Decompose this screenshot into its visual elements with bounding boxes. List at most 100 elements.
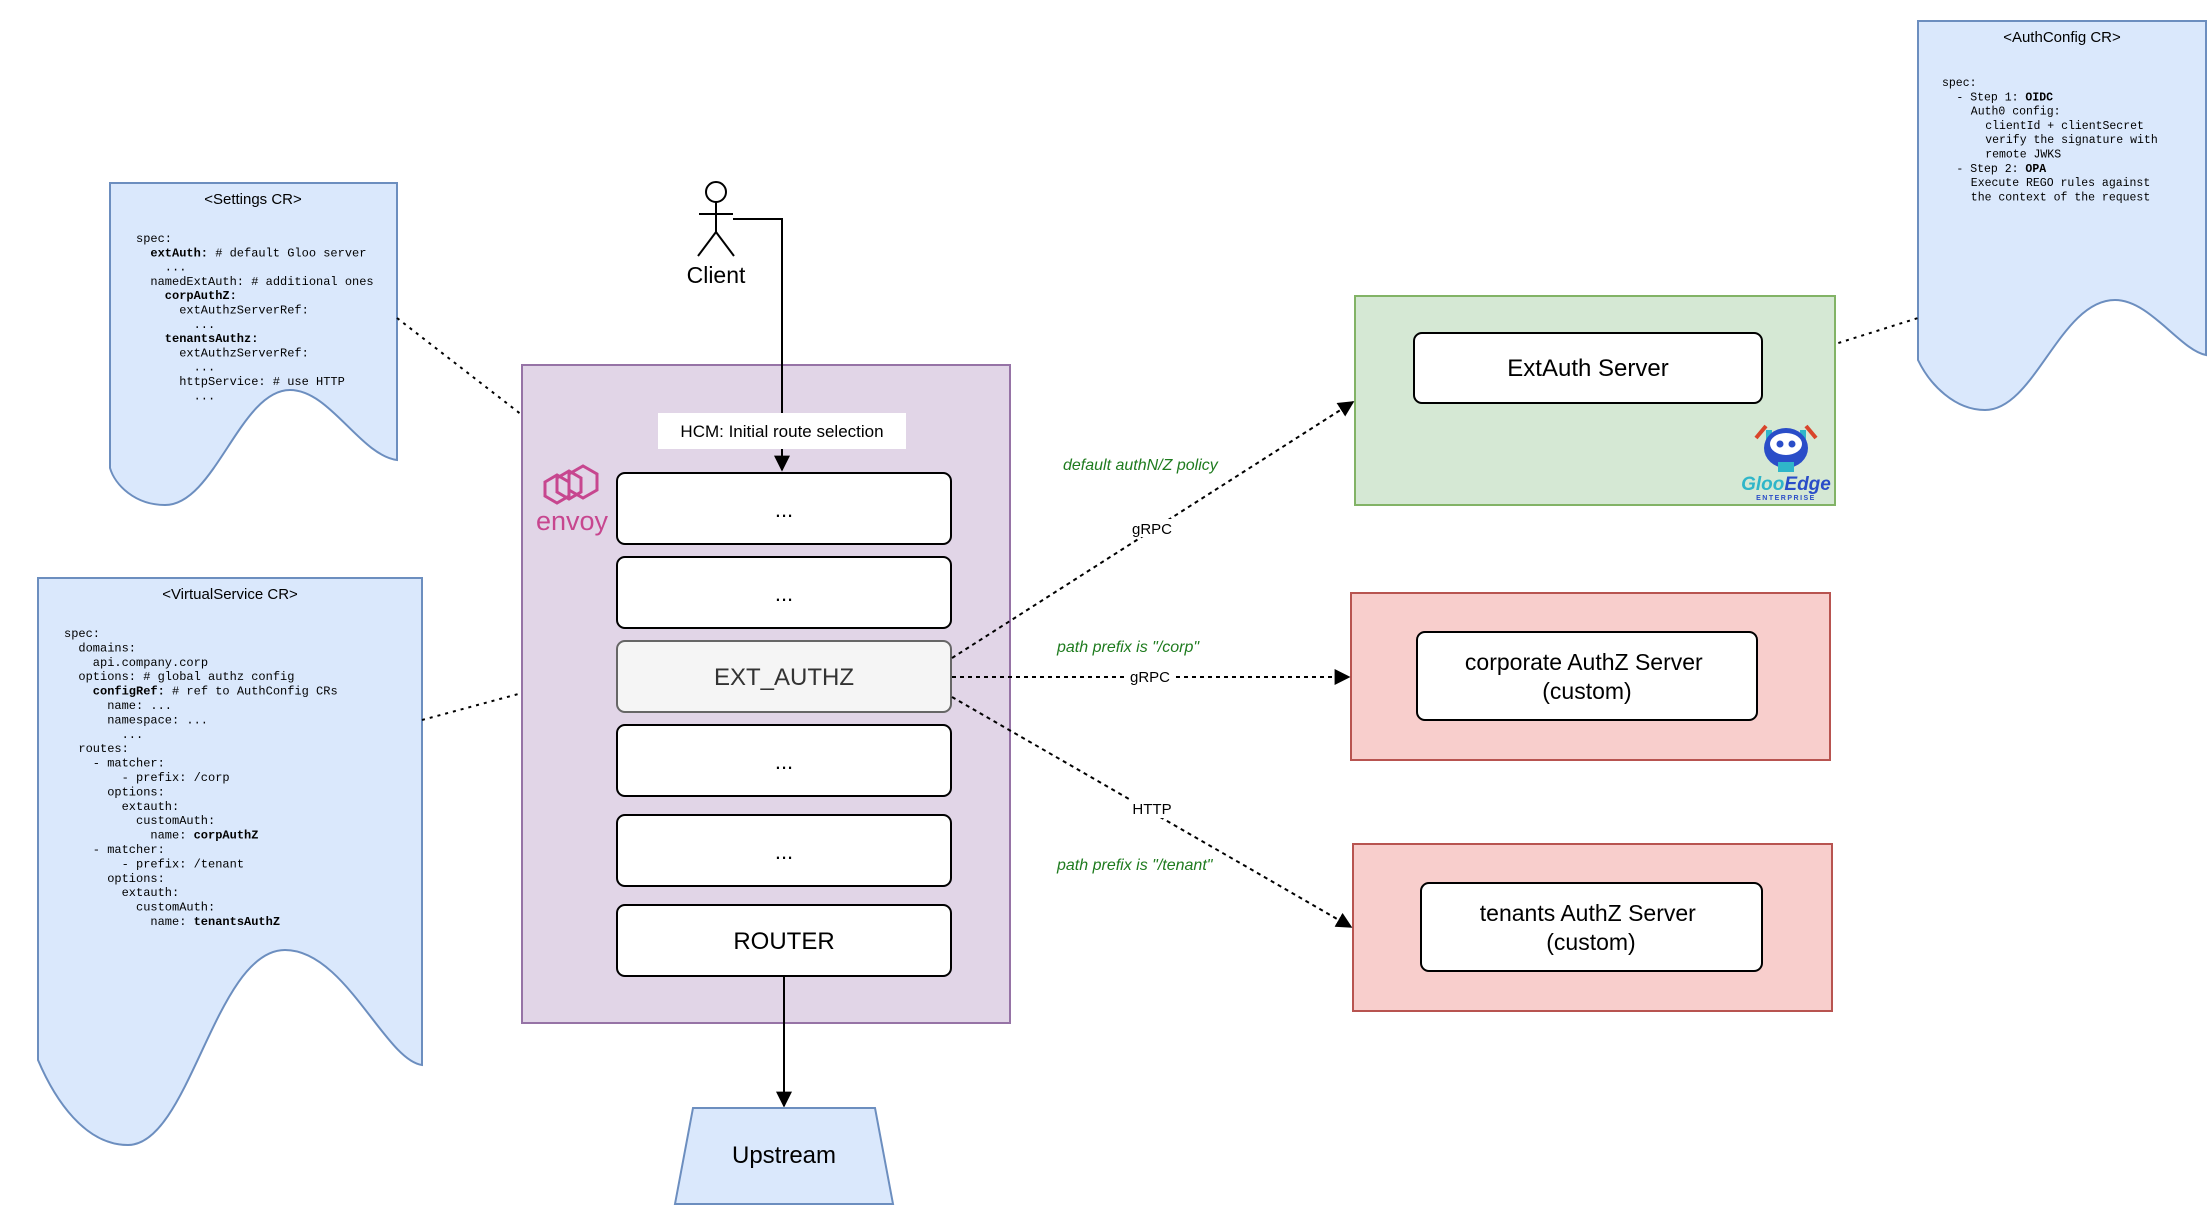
vs-code-line: namespace: ... bbox=[107, 713, 208, 727]
vs-code-line: options: # global authz config bbox=[78, 670, 294, 684]
upstream-label: Upstream bbox=[732, 1142, 836, 1169]
vs-code-line: spec: bbox=[64, 627, 100, 641]
settings-code-line: namedExtAuth: # additional ones bbox=[150, 275, 373, 289]
authconfig-code-line: spec: bbox=[1942, 77, 1977, 90]
grpc-label-1: gRPC bbox=[1132, 521, 1172, 538]
virtualservice-cr-title: <VirtualService CR> bbox=[162, 586, 298, 603]
vs-code-line: name: corpAuthZ bbox=[150, 829, 258, 843]
authconfig-code-line: Auth0 config: bbox=[1971, 106, 2061, 119]
vs-code-line: extauth: bbox=[122, 886, 180, 900]
filter-label-6: ROUTER bbox=[733, 928, 834, 955]
envoy-logo-text: envoy bbox=[536, 506, 609, 536]
virtualservice-cr-shape bbox=[37, 577, 423, 1147]
client-actor bbox=[697, 181, 735, 257]
vs-code-line: - prefix: /tenant bbox=[122, 857, 244, 871]
settings-cr-shape bbox=[109, 182, 398, 507]
vs-code-line: options: bbox=[107, 785, 165, 799]
vs-code-line: domains: bbox=[78, 641, 136, 655]
client-label: Client bbox=[687, 262, 746, 288]
extauth-server-label: ExtAuth Server bbox=[1507, 355, 1668, 382]
authconfig-code-line: - Step 1: OIDC bbox=[1956, 91, 2053, 104]
authconfig-code-line: Execute REGO rules against bbox=[1971, 177, 2150, 190]
filter-label-3: EXT_AUTHZ bbox=[714, 664, 854, 691]
vs-code-line: ... bbox=[122, 728, 144, 742]
settings-code-line: extAuthzServerRef: bbox=[179, 346, 309, 360]
grpc-label-bg-1 bbox=[1130, 519, 1174, 537]
tenants-authz-node[interactable] bbox=[1420, 882, 1763, 972]
gloo-brand-text: Gloo bbox=[1741, 474, 1784, 495]
settings-code-line: ... bbox=[165, 261, 187, 275]
corporate-authz-node[interactable] bbox=[1416, 631, 1758, 721]
filter-box-5[interactable] bbox=[616, 814, 952, 887]
vs-code-line: - matcher: bbox=[93, 757, 165, 771]
tenants-authz-line2: (custom) bbox=[1546, 929, 1635, 955]
filter-box-4[interactable] bbox=[616, 724, 952, 797]
filter-chain: ...... EXT_AUTHZ...... ROUTER bbox=[616, 472, 952, 977]
http-label-bg bbox=[1130, 800, 1174, 818]
default-policy-label: default authN/Z policy bbox=[1063, 457, 1219, 474]
vs-code-line: extauth: bbox=[122, 800, 180, 814]
settings-cr-document: <Settings CR> spec:extAuth: # default Gl… bbox=[109, 182, 398, 507]
filter-label-4: ... bbox=[775, 749, 793, 774]
filter-label-5: ... bbox=[775, 839, 793, 864]
settings-code-line: corpAuthZ: bbox=[165, 289, 237, 303]
gloo-edge-wordmark: GlooEdge bbox=[1741, 474, 1831, 495]
settings-code-line: ... bbox=[194, 318, 216, 332]
authconfig-connector bbox=[1761, 317, 1919, 368]
authconfig-code-line: the context of the request bbox=[1971, 191, 2150, 204]
vs-code-line: options: bbox=[107, 872, 165, 886]
vs-code-line: customAuth: bbox=[136, 901, 215, 915]
client-request-edge bbox=[733, 218, 790, 472]
gloo-edge-logo: GlooEdge ENTERPRISE bbox=[1741, 424, 1831, 502]
corporate-authz-line1: corporate AuthZ Server bbox=[1465, 649, 1703, 675]
corporate-authz-line2: (custom) bbox=[1542, 678, 1631, 704]
settings-cr-code: spec:extAuth: # default Gloo server...na… bbox=[136, 232, 374, 403]
tenant-policy-label: path prefix is "/tenant" bbox=[1056, 857, 1214, 874]
authconfig-cr-shape bbox=[1917, 20, 2207, 412]
filter-label-2: ... bbox=[775, 581, 793, 606]
filter-label-1: ... bbox=[775, 497, 793, 522]
hcm-label-box bbox=[658, 413, 906, 449]
tenants-authz-label: tenants AuthZ Server (custom) bbox=[1480, 900, 1702, 955]
filter-box-1[interactable] bbox=[616, 472, 952, 545]
client-head bbox=[705, 181, 727, 203]
vs-code-line: api.company.corp bbox=[93, 656, 208, 670]
settings-code-line: ... bbox=[194, 389, 216, 403]
vs-code-line: - prefix: /corp bbox=[122, 771, 230, 785]
settings-code-line: tenantsAuthz: bbox=[165, 332, 259, 346]
authconfig-cr-title: <AuthConfig CR> bbox=[2003, 29, 2121, 46]
envoy-logo-icon bbox=[543, 464, 599, 505]
corp-policy-label: path prefix is "/corp" bbox=[1056, 639, 1200, 656]
settings-code-line: ... bbox=[194, 361, 216, 375]
vs-code-line: name: tenantsAuthZ bbox=[150, 915, 280, 929]
settings-cr-title: <Settings CR> bbox=[204, 191, 302, 208]
virtualservice-cr-document: <VirtualService CR> spec:domains:api.com… bbox=[37, 577, 423, 1147]
corporate-authz-label: corporate AuthZ Server (custom) bbox=[1465, 649, 1709, 704]
settings-code-line: extAuthzServerRef: bbox=[179, 304, 309, 318]
vs-code-line: name: ... bbox=[107, 699, 172, 713]
virtualservice-connector bbox=[421, 692, 523, 721]
envoy-logo: envoy bbox=[536, 464, 609, 536]
upstream-node[interactable] bbox=[673, 1107, 895, 1205]
authconfig-code-line: remote JWKS bbox=[1985, 149, 2061, 162]
vs-code-line: routes: bbox=[78, 742, 128, 756]
vs-code-line: configRef: # ref to AuthConfig CRs bbox=[93, 685, 338, 699]
grpc-label-2: gRPC bbox=[1130, 669, 1170, 686]
tenants-authz-line1: tenants AuthZ Server bbox=[1480, 900, 1696, 926]
authconfig-cr-document: <AuthConfig CR> spec:- Step 1: OIDC Auth0… bbox=[1917, 20, 2207, 412]
settings-code-line: spec: bbox=[136, 232, 172, 246]
extauth-server-node[interactable] bbox=[1413, 332, 1763, 404]
settings-code-line: httpService: # use HTTP bbox=[179, 375, 345, 389]
hcm-label: HCM: Initial route selection bbox=[680, 422, 883, 441]
settings-connector bbox=[396, 317, 523, 416]
gloo-tagline: ENTERPRISE bbox=[1756, 495, 1816, 502]
filter-box-3[interactable] bbox=[616, 640, 952, 713]
authconfig-code-line: clientId + clientSecret bbox=[1985, 120, 2144, 133]
grpc-label-bg-2 bbox=[1128, 668, 1172, 686]
gloo-edge-text: Edge bbox=[1784, 474, 1831, 495]
vs-code-line: - matcher: bbox=[93, 843, 165, 857]
filter-box-2[interactable] bbox=[616, 556, 952, 629]
http-label: HTTP bbox=[1132, 801, 1171, 818]
